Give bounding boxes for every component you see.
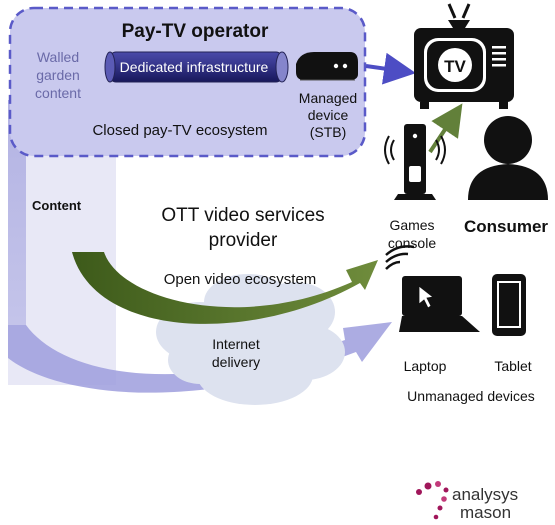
stb-to-tv-arrow <box>365 52 416 85</box>
managed-device-line1: Managed <box>299 90 357 106</box>
tv-icon <box>414 3 514 109</box>
set-top-box-icon <box>296 52 358 81</box>
brand-line1: analysys <box>452 485 518 504</box>
tv-badge: TV <box>444 57 466 76</box>
laptop-icon <box>399 276 480 332</box>
games-console-line1: Games <box>389 217 434 233</box>
internet-line2: delivery <box>212 354 260 370</box>
dedicated-infrastructure-pipe <box>104 51 289 83</box>
walled-garden-line2: garden <box>36 67 80 83</box>
content-label: Content <box>32 198 82 213</box>
open-ecosystem-label: Open video ecosystem <box>164 271 317 288</box>
analysys-mason-logo <box>416 481 449 520</box>
pay-tv-operator-title: Pay-TV operator <box>122 21 269 42</box>
tablet-icon <box>492 274 526 336</box>
dedicated-infrastructure-label: Dedicated infrastructure <box>120 59 269 75</box>
unmanaged-devices-label: Unmanaged devices <box>407 388 535 404</box>
walled-garden-line1: Walled <box>37 49 79 65</box>
managed-device-line3: (STB) <box>310 124 347 140</box>
walled-garden-line3: content <box>35 85 81 101</box>
consumer-label: Consumer <box>464 217 548 236</box>
internet-line1: Internet <box>212 336 260 352</box>
purple-delivery-arrow <box>8 322 392 393</box>
ott-title-line2: provider <box>209 230 278 251</box>
content-pillar-strip <box>8 100 26 325</box>
consumer-icon <box>468 116 548 200</box>
tablet-label: Tablet <box>494 358 531 374</box>
ott-arrow <box>72 252 378 324</box>
games-console-icon <box>384 124 446 200</box>
brand-line2: mason <box>460 503 511 522</box>
games-console-line2: console <box>388 235 436 251</box>
wifi-waves-icon <box>385 245 415 270</box>
console-to-tv-arrow <box>428 103 463 154</box>
ott-title-line1: OTT video services <box>161 205 324 226</box>
closed-ecosystem-label: Closed pay-TV ecosystem <box>92 122 267 139</box>
managed-device-line2: device <box>308 107 349 123</box>
laptop-label: Laptop <box>404 358 447 374</box>
